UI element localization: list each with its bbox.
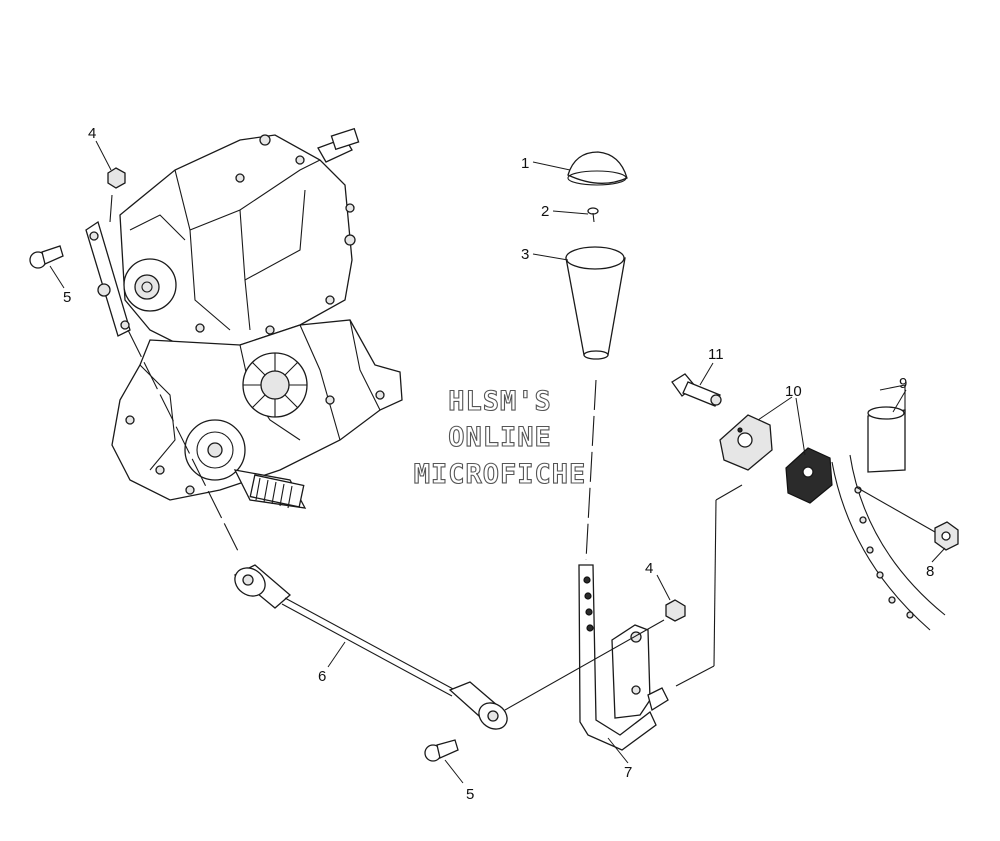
callout-1: 1 <box>521 155 529 172</box>
callout-5-upper: 5 <box>63 289 71 306</box>
callout-9: 9 <box>899 375 907 392</box>
callout-3: 3 <box>521 246 529 263</box>
callout-8: 8 <box>926 563 934 580</box>
watermark-line-1: HLSM'S <box>448 386 552 417</box>
callout-10: 10 <box>785 383 802 400</box>
shift-lever <box>578 564 669 751</box>
transmission-assembly <box>85 127 403 509</box>
leader-lines <box>49 140 946 784</box>
watermark: HLSM'S ONLINE MICROFICHE <box>413 385 587 490</box>
watermark-line-3: MICROFICHE <box>414 459 587 490</box>
callout-7: 7 <box>624 764 632 781</box>
explode-lines <box>109 194 936 711</box>
callout-6: 6 <box>318 668 326 685</box>
callout-4-upper: 4 <box>88 125 96 142</box>
shift-knob-parts <box>565 151 628 561</box>
callout-5-lower: 5 <box>466 786 474 803</box>
shift-rod <box>233 564 508 730</box>
callout-2: 2 <box>541 203 549 220</box>
coupler-parts <box>671 373 959 631</box>
callouts: 1 2 3 4 5 4 5 6 7 8 9 10 11 <box>63 125 934 803</box>
fasteners <box>29 167 686 762</box>
watermark-line-2: ONLINE <box>448 422 552 453</box>
callout-11: 11 <box>708 346 724 363</box>
callout-4-lower: 4 <box>645 560 653 577</box>
